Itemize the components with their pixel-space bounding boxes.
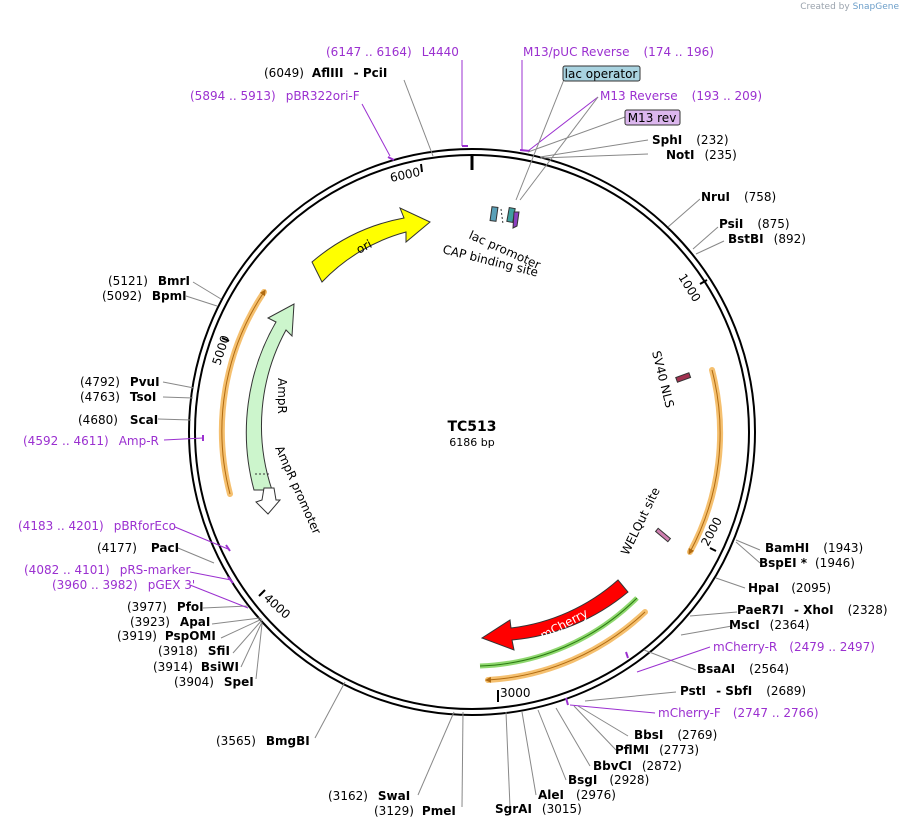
enzyme-leaders [157,79,761,808]
tick-label-1000: 1000 [675,271,703,304]
enzyme-bstBI[interactable]: BstBI(892) [728,232,806,246]
primer-m13-reverse[interactable]: M13 Reverse(193 .. 209) [600,89,762,103]
enzyme-scaI[interactable]: (4680)ScaI [78,413,158,427]
feature-sv40-nls[interactable] [675,372,692,383]
enzyme-pspOMI[interactable]: (3919)PspOMI [117,629,216,643]
enzyme-aleI[interactable]: AleI(2976) [538,788,616,802]
enzyme-bamHI[interactable]: BamHI(1943) [765,541,863,555]
enzyme-notI[interactable]: NotI(235) [666,148,737,162]
enzyme-bsiWI[interactable]: (3914)BsiWI [153,660,239,674]
enzyme-bpmI[interactable]: (5092)BpmI [102,289,187,303]
enzyme-speI[interactable]: (3904)SpeI [174,675,254,689]
enzyme-paeR7I[interactable]: PaeR7I - XhoI(2328) [737,603,888,617]
enzyme-pstI[interactable]: PstI - SbfI(2689) [680,684,806,698]
feature-ampr-promoter-label: AmpR promoter [272,444,324,537]
tick-6000 [420,163,423,173]
enzyme-apaI[interactable]: (3923)ApaI [130,615,210,629]
primer-mcherry-r[interactable]: mCherry-R(2479 .. 2497) [713,640,875,654]
enzyme-pmeI[interactable]: (3129)PmeI [374,804,456,818]
feature-welqut[interactable] [654,527,672,543]
tick-2000 [709,547,717,552]
feature-sv40-nls-label: SV40 NLS [649,349,677,409]
enzyme-labels: (6049)AflIII - PciI SphI(232) NotI(235) … [78,66,888,818]
tick-5000 [221,337,230,342]
enzyme-bsaAI[interactable]: BsaAI(2564) [697,662,789,676]
primer-labels: (6147 .. 6164)L4440 (5894 .. 5913)pBR322… [18,45,875,720]
primer-amp-r[interactable]: (4592 .. 4611)Amp-R [23,434,159,448]
primer-m13puc-reverse[interactable]: M13/pUC Reverse(174 .. 196) [523,45,714,59]
enzyme-bsgI[interactable]: BsgI(2928) [568,773,649,787]
enzyme-sphI[interactable]: SphI(232) [652,133,729,147]
primer-mcherry-f[interactable]: mCherry-F(2747 .. 2766) [658,706,819,720]
primer-l4440[interactable]: (6147 .. 6164)L4440 [326,45,459,59]
enzyme-pflMI[interactable]: PflMI(2773) [615,743,699,757]
enzyme-swaI[interactable]: (3162)SwaI [328,789,410,803]
tick-label-3000: 3000 [500,686,531,700]
plasmid-name: TC513 [447,419,496,435]
enzyme-nruI[interactable]: NruI(758) [701,190,776,204]
plasmid-length: 6186 bp [449,436,494,449]
tick-marks [221,163,717,702]
backbone-inner [194,154,750,710]
feature-ori[interactable] [311,207,431,283]
tick-4000 [258,589,266,597]
enzyme-mscI[interactable]: MscI(2364) [729,618,810,632]
feature-ori-label: ori [354,237,374,257]
feature-ampr-promoter[interactable] [255,487,282,515]
enzyme-hpaI[interactable]: HpaI(2095) [748,581,831,595]
watermark-created-by: Created by [800,2,850,12]
feature-cap-site[interactable] [489,206,499,222]
enzyme-pvuI[interactable]: (4792)PvuI [80,375,160,389]
enzyme-psiI[interactable]: PsiI(875) [719,217,790,231]
enzyme-bspEI[interactable]: BspEI *(1946) [759,556,855,570]
enzyme-pacI[interactable]: (4177)PacI [97,541,179,555]
box-m13-rev-label: M13 rev [628,111,677,125]
primer-pbr322ori-f[interactable]: (5894 .. 5913)pBR322ori-F [190,89,360,103]
backbone-outer [188,148,756,716]
feature-ampr[interactable] [245,303,295,491]
enzyme-bbsI[interactable]: BbsI(2769) [634,728,717,742]
enzyme-sfiI[interactable]: (3918)SfiI [158,644,230,658]
primer-leaders [163,60,711,714]
feature-mcherry[interactable] [480,579,629,651]
enzyme-sgrAI[interactable]: SgrAI(3015) [495,802,582,816]
tick-1000 [699,279,708,285]
enzyme-tsoI[interactable]: (4763)TsoI [80,390,156,404]
box-lac-operator-label: lac operator [565,67,638,81]
feature-ampr-label: AmpR [275,378,289,414]
primer-pbrforeco[interactable]: (4183 .. 4201)pBRforEco [18,519,176,533]
enzyme-bmgBI[interactable]: (3565)BmgBI [216,734,310,748]
feature-lac-promoter[interactable] [512,211,520,229]
box-lac-operator[interactable] [562,65,641,82]
box-m13-rev[interactable] [624,109,681,126]
tick-label-6000: 6000 [389,165,422,185]
primer-pgex3[interactable]: (3960 .. 3982)pGEX 3' [52,578,195,592]
enzyme-bbvCI[interactable]: BbvCI(2872) [593,759,682,773]
enzyme-bmrI[interactable]: (5121)BmrI [108,274,190,288]
enzyme-aflIII[interactable]: (6049)AflIII - PciI [264,66,387,80]
watermark-brand: SnapGene [852,2,899,12]
primer-prs-marker[interactable]: (4082 .. 4101)pRS-marker [24,563,190,577]
feature-welqut-label: WELQut site [618,485,663,557]
snapgene-watermark: Created by SnapGene [800,2,899,12]
enzyme-pfoI[interactable]: (3977)PfoI [127,600,204,614]
